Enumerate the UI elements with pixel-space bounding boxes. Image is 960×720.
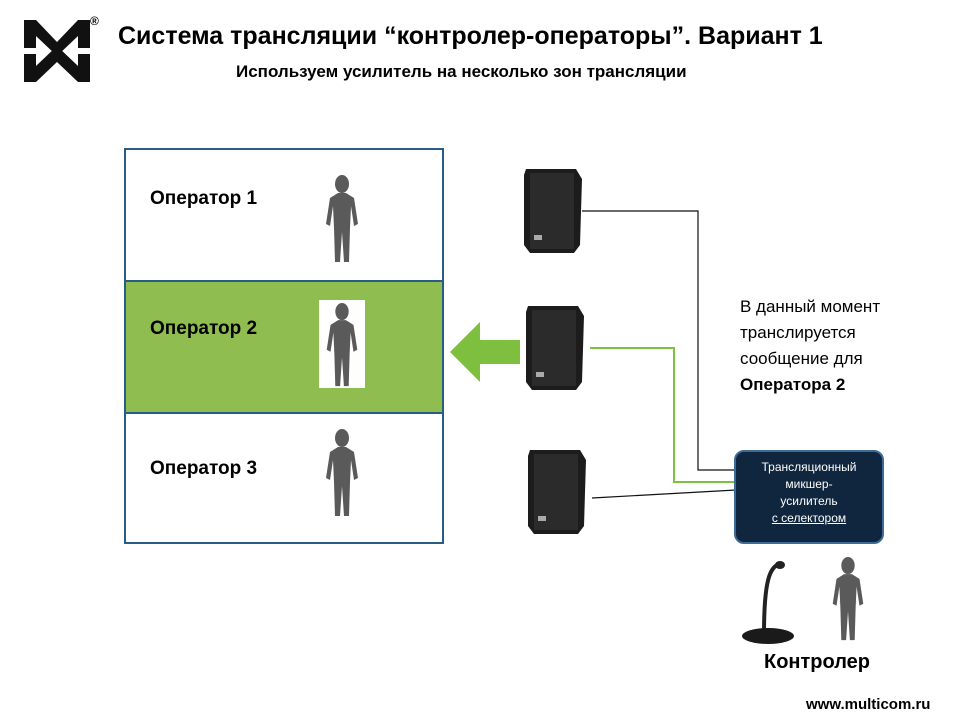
note-line: сообщение для <box>740 349 863 368</box>
registered-mark: ® <box>90 14 99 28</box>
page-title: Система трансляции “контролер-операторы”… <box>118 22 823 50</box>
speaker-3-wire <box>591 489 737 499</box>
amp-line: Трансляционный <box>761 460 857 474</box>
website-link[interactable]: www.multicom.ru <box>806 696 931 713</box>
zone-label: Оператор 1 <box>150 188 258 209</box>
zone-label: Оператор 2 <box>150 318 258 339</box>
arrow-left-icon <box>450 322 520 382</box>
zone-label: Оператор 3 <box>150 458 258 479</box>
speaker-icon <box>528 450 586 534</box>
note-line: В данный момент <box>740 297 881 316</box>
amp-line-selector: с селектором <box>771 511 847 525</box>
person-icon <box>326 429 358 516</box>
amp-line: усилитель <box>780 494 838 508</box>
speaker-icon <box>526 306 584 390</box>
note-line: транслируется <box>740 323 856 342</box>
operator-zones: Оператор 1 Оператор 2 Оператор 3 <box>124 148 444 544</box>
speaker-icon <box>524 169 582 253</box>
person-icon <box>326 175 358 262</box>
person-icon <box>832 556 864 641</box>
page-subtitle: Используем усилитель на несколько зон тр… <box>236 62 687 81</box>
amp-line: микшер- <box>785 477 833 491</box>
person-icon <box>326 302 358 387</box>
mixer-amplifier: Трансляционный микшер- усилитель с селек… <box>734 450 884 544</box>
zone-operator-1: Оператор 1 <box>126 150 442 282</box>
microphone-icon <box>742 561 794 644</box>
status-note: В данный момент транслируется сообщение … <box>740 294 880 398</box>
controller-label: Контролер <box>764 651 871 673</box>
zone-operator-2: Оператор 2 <box>126 282 442 414</box>
note-line-emphasis: Оператора 2 <box>740 375 846 394</box>
zone-operator-3: Оператор 3 <box>126 414 442 542</box>
speaker-2-wire <box>590 347 736 483</box>
logo-icon <box>24 20 90 82</box>
speaker-1-wire <box>582 210 736 471</box>
